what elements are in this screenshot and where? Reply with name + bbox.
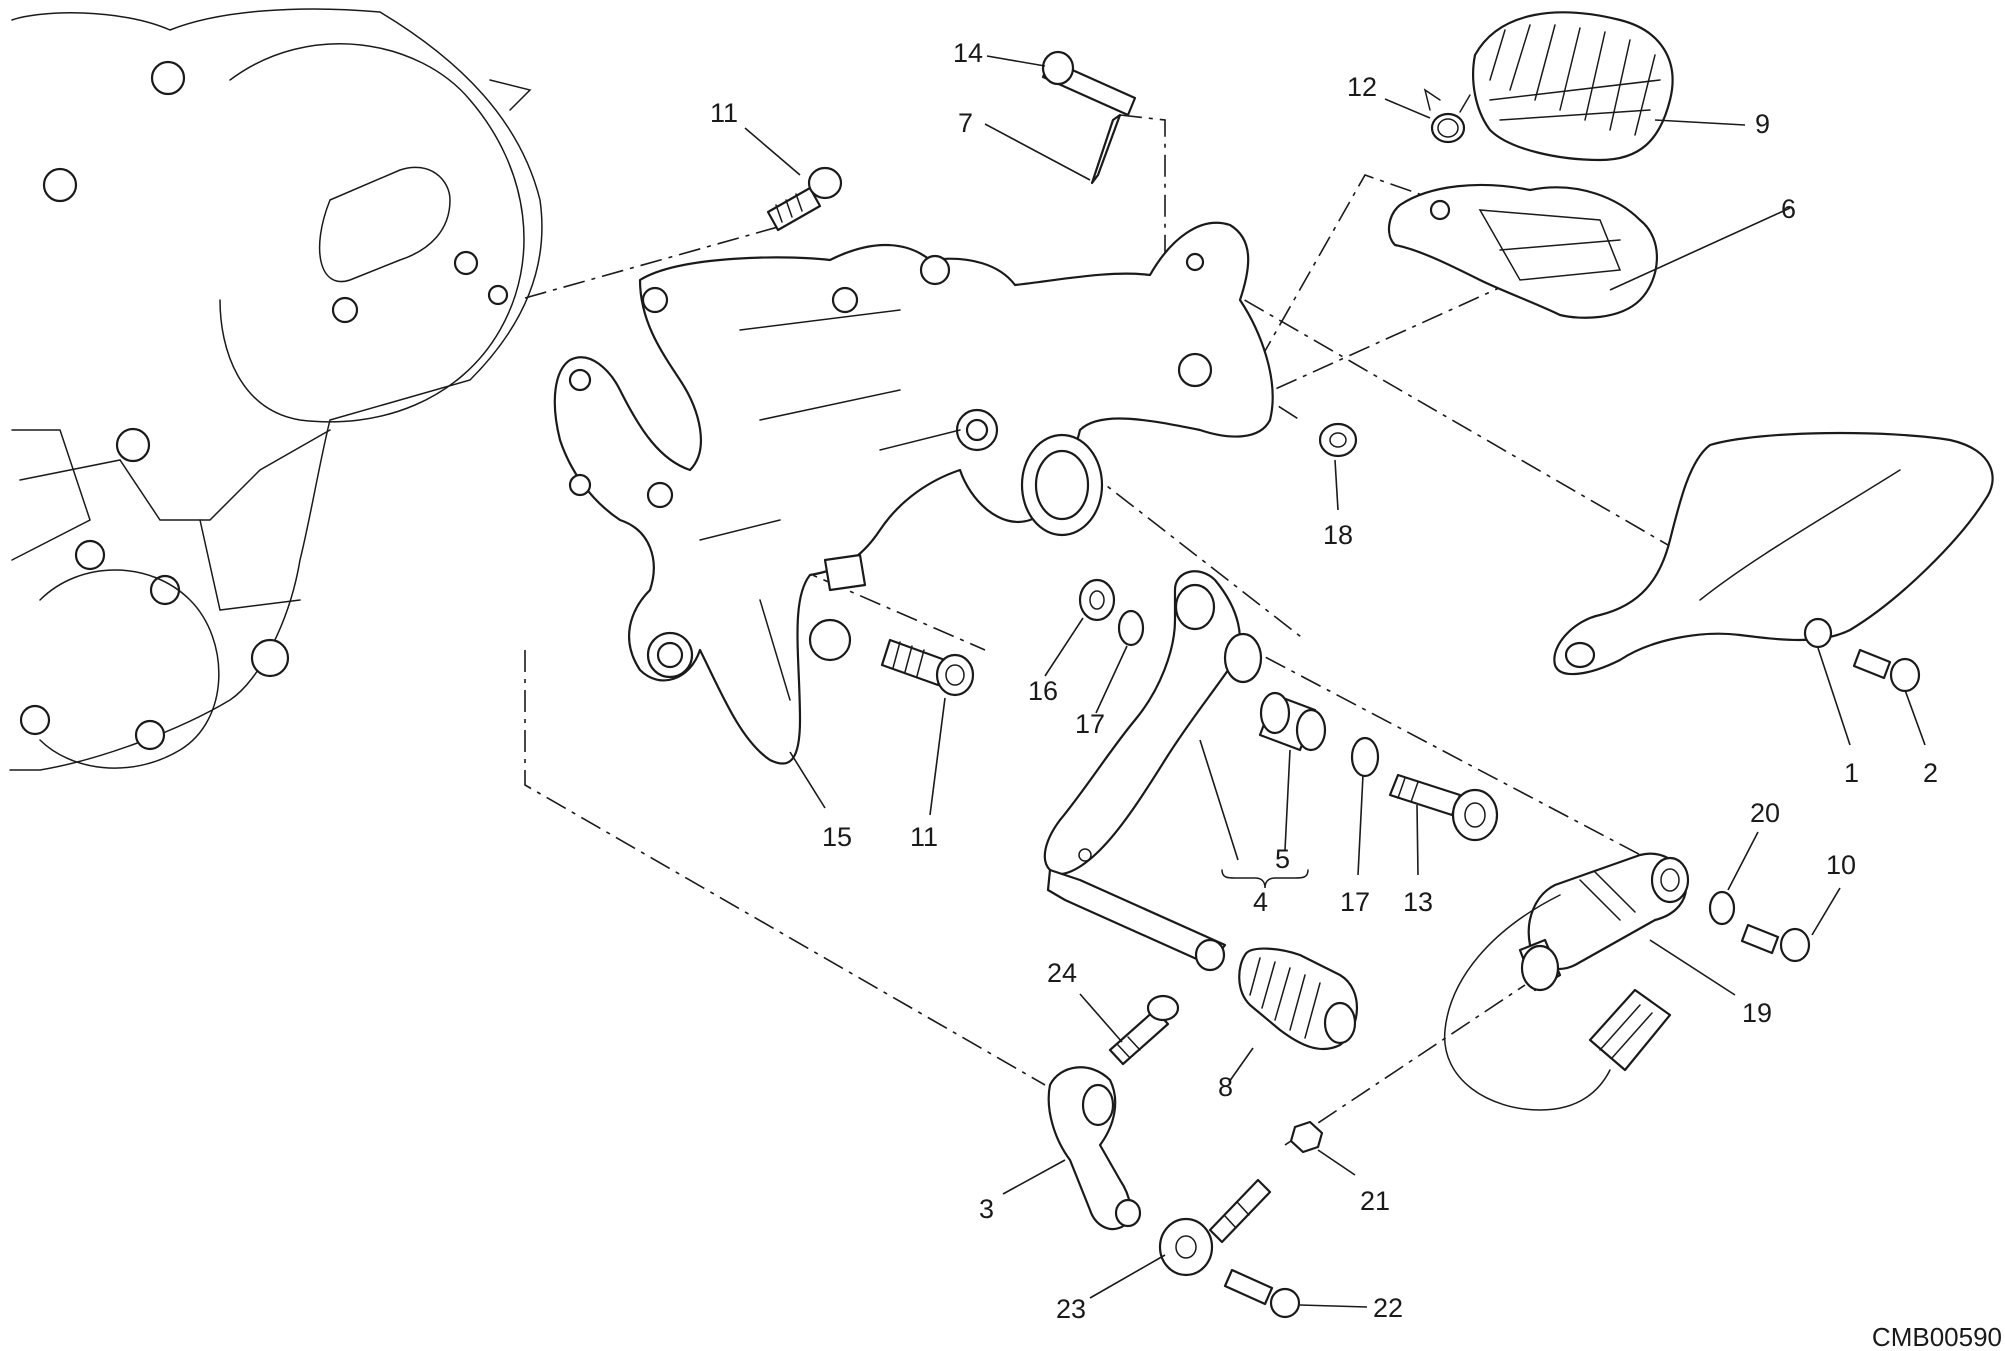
shift-peg-rubber — [1238, 947, 1358, 1050]
screw-10 — [1740, 923, 1811, 963]
lever-bush — [1258, 691, 1327, 752]
callout-18: 18 — [1323, 520, 1353, 550]
bolt-lower — [880, 638, 975, 697]
footpeg-base — [1387, 183, 1659, 319]
callout-labels: 14 7 11 12 9 6 18 16 17 11 15 5 4 17 13 … — [710, 38, 2002, 1351]
callout-7: 7 — [958, 108, 973, 138]
drawing-code: CMB00590 — [1872, 1322, 2002, 1351]
clamp-bolt-24 — [1108, 994, 1180, 1066]
callout-22: 22 — [1373, 1293, 1403, 1323]
lever-brace-4 — [1221, 869, 1309, 889]
footpeg-bracket — [553, 221, 1274, 765]
callout-1: 1 — [1844, 758, 1859, 788]
callout-14: 14 — [953, 38, 983, 68]
washer-18 — [1318, 422, 1358, 458]
callout-4: 4 — [1253, 887, 1268, 917]
clevis-pin — [1041, 50, 1137, 117]
circlip-17-lower — [1350, 736, 1380, 778]
callout-2: 2 — [1923, 758, 1938, 788]
callout-6: 6 — [1781, 194, 1796, 224]
split-pin — [1090, 113, 1122, 185]
callout-15: 15 — [822, 822, 852, 852]
callout-23: 23 — [1056, 1294, 1086, 1324]
rod-end-23 — [1158, 1178, 1272, 1277]
circlip-17-upper — [1117, 609, 1145, 647]
gear-lever — [1043, 570, 1263, 972]
engine-case-outline — [9, 8, 543, 771]
pivot-bolt — [1388, 773, 1499, 842]
callout-17-lower: 17 — [1340, 887, 1370, 917]
callout-5: 5 — [1275, 844, 1290, 874]
callout-24: 24 — [1047, 958, 1077, 988]
callout-17-upper: 17 — [1075, 709, 1105, 739]
heel-guard — [1553, 431, 1994, 676]
callout-12: 12 — [1347, 72, 1377, 102]
callout-11-upper: 11 — [710, 98, 738, 128]
callout-3: 3 — [979, 1194, 994, 1224]
callout-20: 20 — [1750, 798, 1780, 828]
return-spring — [1423, 88, 1471, 144]
washer-16 — [1078, 578, 1116, 622]
callout-16: 16 — [1028, 676, 1058, 706]
callout-10: 10 — [1826, 850, 1856, 880]
screw-2 — [1852, 648, 1921, 693]
callout-11-lower: 11 — [910, 822, 938, 852]
callout-19: 19 — [1742, 998, 1772, 1028]
bolt-22 — [1223, 1268, 1301, 1319]
callout-21: 21 — [1360, 1186, 1390, 1216]
leader-lines — [744, 55, 1926, 1308]
bolt-upper — [766, 166, 843, 232]
nut-21 — [1289, 1120, 1324, 1154]
quickshifter-sensor — [1444, 852, 1690, 1111]
callout-13: 13 — [1403, 887, 1433, 917]
callout-9: 9 — [1755, 109, 1770, 139]
washer-20 — [1708, 890, 1736, 926]
callout-8: 8 — [1218, 1072, 1233, 1102]
footpeg-rubber — [1472, 11, 1674, 162]
shift-arm — [1047, 1066, 1142, 1231]
